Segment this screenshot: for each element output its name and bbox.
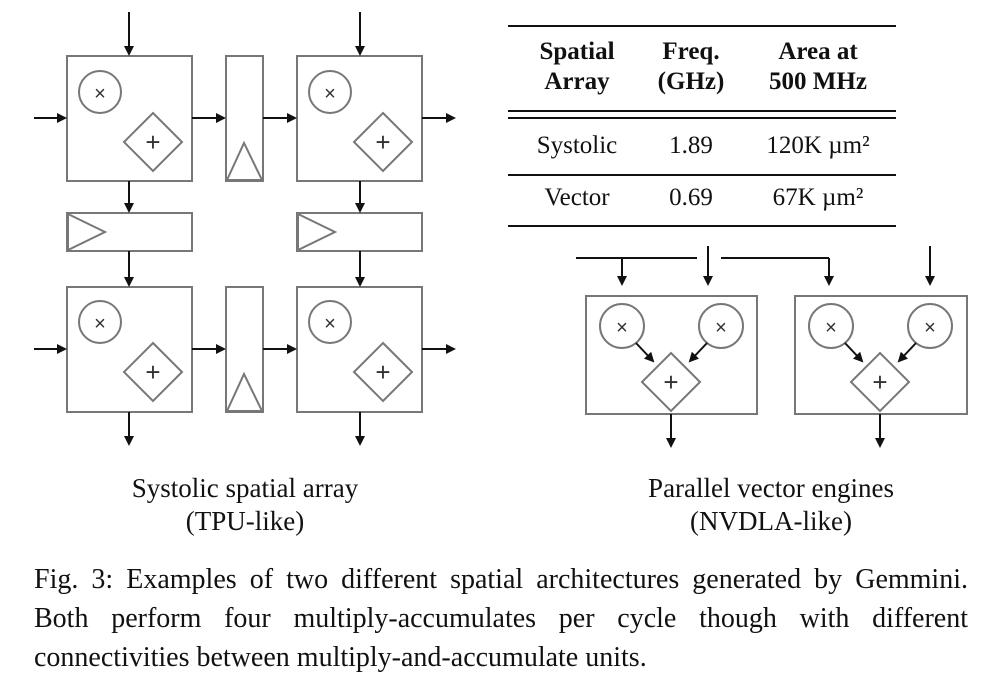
figure-caption: Fig. 3: Examples of two different spatia…	[34, 564, 968, 673]
table-header-array-line1: Spatial	[539, 38, 615, 65]
table-header-area-line2: 500 MHz	[769, 68, 867, 95]
add-symbol: +	[145, 357, 160, 387]
pipeline-register-h2	[296, 212, 423, 252]
multiply-unit-icon	[599, 303, 645, 349]
multiply-unit-icon	[78, 300, 122, 344]
register-triangle-icon	[225, 371, 264, 412]
systolic-arrows	[34, 12, 456, 446]
table-header-rule	[508, 110, 896, 112]
table-header-array-line2: Array	[544, 68, 610, 95]
systolic-array	[66, 55, 423, 413]
multiply-unit-icon	[907, 303, 953, 349]
multiply-symbol: ×	[324, 313, 336, 335]
register-triangle-icon	[297, 212, 338, 252]
table-cell-freq: 1.89	[669, 132, 713, 159]
add-unit-icon	[352, 111, 414, 173]
add-symbol: +	[375, 127, 390, 157]
table-cell-array: Vector	[544, 184, 610, 211]
table-header-rule	[508, 117, 896, 119]
add-unit-icon	[122, 111, 184, 173]
multiply-unit-icon	[808, 303, 854, 349]
multiply-symbol: ×	[924, 317, 936, 339]
table-bottom-rule	[508, 225, 896, 227]
table-header-area-line1: Area at	[778, 38, 858, 65]
vector-label: Parallel vector engines	[648, 473, 894, 503]
pe-box-tr	[296, 55, 423, 182]
systolic-label: Systolic spatial array	[131, 473, 359, 503]
table-cell-array: Systolic	[536, 132, 618, 159]
add-unit-icon	[122, 341, 184, 403]
multiply-symbol: ×	[715, 317, 727, 339]
pe-box-tl	[66, 55, 193, 182]
add-symbol: +	[872, 367, 887, 397]
pipeline-register-h1	[66, 212, 193, 252]
vector-sublabel: (NVDLA-like)	[690, 506, 852, 536]
vector-arrows	[617, 246, 935, 448]
add-symbol: +	[145, 127, 160, 157]
table-header-freq-line2: (GHz)	[657, 68, 725, 95]
register-triangle-icon	[67, 212, 108, 252]
table-cell-freq: 0.69	[669, 184, 713, 211]
multiply-symbol: ×	[94, 83, 106, 105]
multiply-unit-icon	[308, 70, 352, 114]
add-unit-icon	[640, 351, 702, 413]
multiply-symbol: ×	[825, 317, 837, 339]
add-symbol: +	[375, 357, 390, 387]
systolic-sublabel: (TPU-like)	[185, 506, 305, 536]
multiply-symbol: ×	[324, 83, 336, 105]
multiply-unit-icon	[308, 300, 352, 344]
add-symbol: +	[663, 367, 678, 397]
table-header-freq-line1: Freq.	[662, 38, 720, 65]
table-row-rule	[508, 174, 896, 176]
table-cell-area: 120K µm²	[766, 132, 870, 159]
register-triangle-icon	[225, 140, 264, 181]
architecture-diagram: × × × × × × × × + + + + + +	[34, 12, 968, 448]
pipeline-register-v1	[225, 55, 264, 182]
pipeline-register-v2	[225, 286, 264, 413]
multiply-unit-icon	[698, 303, 744, 349]
vector-engines	[585, 295, 968, 415]
add-unit-icon	[352, 341, 414, 403]
table-cell-area: 67K µm²	[772, 184, 864, 211]
multiply-symbol: ×	[94, 313, 106, 335]
table-top-rule	[508, 25, 896, 27]
multiply-symbol: ×	[616, 317, 628, 339]
add-unit-icon	[849, 351, 911, 413]
multiply-unit-icon	[78, 70, 122, 114]
